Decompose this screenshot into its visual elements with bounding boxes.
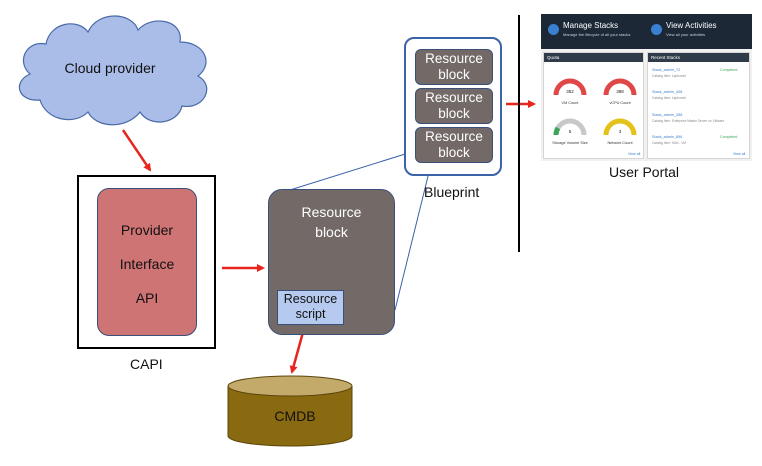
cloud-provider-label: Cloud provider xyxy=(64,60,156,76)
connector-line-top xyxy=(289,149,419,191)
gauge-vcpu-value: 388 xyxy=(616,89,624,94)
cloud-shape xyxy=(18,15,208,126)
connector-line-bottom xyxy=(394,159,433,311)
view-activities-title[interactable]: View Activities xyxy=(666,21,717,30)
provider-line-3: API xyxy=(135,290,159,306)
portal-header: Manage Stacks Manage the lifecycle of al… xyxy=(541,14,752,49)
arrow-cloud-to-capi xyxy=(121,129,152,172)
resource-script: Resource script xyxy=(277,290,344,325)
bp-block-2-line2: block xyxy=(438,106,470,121)
stack-item-4-name[interactable]: Stack_admin_896 xyxy=(652,135,683,139)
user-portal-screenshot: Manage Stacks Manage the lifecycle of al… xyxy=(541,14,752,161)
recent-stacks-title: Recent Stacks xyxy=(648,53,749,62)
view-activities-sub: View all your activities xyxy=(666,32,706,37)
gauge-vcpu-label: vCPU Count xyxy=(609,101,631,105)
quota-gauges xyxy=(553,78,637,136)
manage-stacks-sub: Manage the lifecycle of all your stacks xyxy=(563,32,631,37)
gauge-vm-value: 352 xyxy=(566,89,574,94)
user-portal-label: User Portal xyxy=(609,164,680,180)
capi-container xyxy=(77,175,216,349)
manage-stacks-title[interactable]: Manage Stacks xyxy=(563,21,619,30)
quota-view-all-link[interactable]: View all xyxy=(628,152,641,156)
bp-block-1-line2: block xyxy=(438,67,470,82)
stack-item-1-status: Completed xyxy=(720,68,738,72)
gauge-storage-label: Storage Volume Size xyxy=(552,141,588,145)
cmdb-cylinder xyxy=(227,375,353,447)
provider-line-2: Interface xyxy=(119,256,175,272)
gauge-network-label: Network Count xyxy=(607,141,633,145)
bp-block-2-line1: Resource xyxy=(425,90,483,105)
stack-item-4-status: Completed xyxy=(720,135,738,139)
resource-script-line2: script xyxy=(295,307,326,321)
gauge-vcpu-count xyxy=(603,78,637,96)
provider-line-1: Provider xyxy=(120,222,174,238)
stack-item-3-name[interactable]: Stack_admin_358 xyxy=(652,113,683,117)
gauge-vm-count xyxy=(553,78,587,96)
resource-block-main-label: Resource block xyxy=(269,202,394,242)
blueprint-label: Blueprint xyxy=(424,184,480,200)
gauge-vm-label: VM Count xyxy=(561,101,579,105)
view-activities-icon xyxy=(651,24,662,35)
bp-block-3-line1: Resource xyxy=(425,129,483,144)
provider-interface-api-block: Provider Interface API xyxy=(97,188,197,336)
gauge-network-value: 3 xyxy=(618,129,622,134)
quota-panel-title: Quota xyxy=(544,53,643,62)
gauge-storage-value: 5 xyxy=(568,129,572,134)
bp-block-1-line1: Resource xyxy=(425,51,483,66)
stack-item-1-meta: Catalog Item: Lapfunnel xyxy=(652,74,686,78)
gauge-storage-volume xyxy=(553,118,587,136)
stack-item-1-name[interactable]: Stack_admin_72 xyxy=(652,68,681,72)
manage-stacks-icon xyxy=(548,24,559,35)
capi-label: CAPI xyxy=(130,356,163,372)
recent-view-all-link[interactable]: View all xyxy=(733,152,746,156)
resource-script-line1: Resource xyxy=(283,292,338,306)
blueprint-resource-block-3: Resource block xyxy=(415,127,493,163)
stack-item-2-meta: Catalog Item: Lapfunnel xyxy=(652,96,686,100)
stack-item-4-meta: Catalog Item: SAN - VM xyxy=(652,141,687,145)
resource-block-main-line2: block xyxy=(315,224,348,240)
stack-item-2-name[interactable]: Stack_admin_408 xyxy=(652,90,683,94)
cmdb-label: CMDB xyxy=(274,408,316,424)
bp-block-3-line2: block xyxy=(438,145,470,160)
quota-panel: Quota 352 VM Count 388 vCPU Count 5 Stor… xyxy=(543,52,644,159)
stack-item-3-meta: Catalog Item: Enterprise Master Server o… xyxy=(652,119,725,123)
gauge-network-count xyxy=(603,118,637,136)
recent-stacks-panel: Recent Stacks Stack_admin_72 Catalog Ite… xyxy=(647,52,750,159)
resource-block-main-line1: Resource xyxy=(301,204,362,220)
blueprint-resource-block-2: Resource block xyxy=(415,88,493,124)
blueprint-resource-block-1: Resource block xyxy=(415,49,493,85)
